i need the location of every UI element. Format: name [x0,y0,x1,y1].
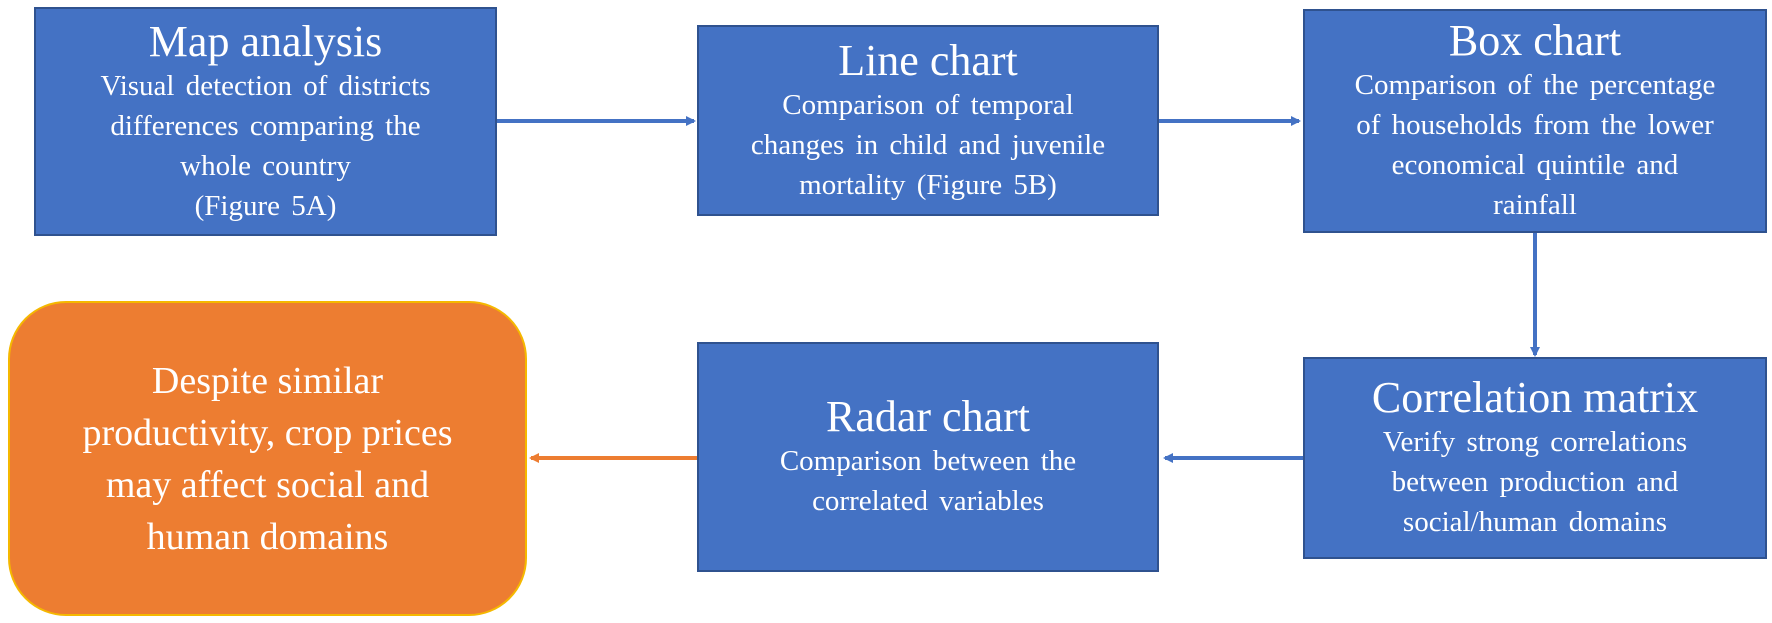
step-description: Visual detection of districts difference… [91,66,441,226]
step-correlation-matrix: Correlation matrix Verify strong correla… [1303,357,1767,559]
description-line: whole country [180,149,351,182]
step-line-chart: Line chart Comparison of temporal change… [697,25,1159,216]
step-title: Box chart [1448,16,1622,65]
step-title: Radar chart [826,392,1030,441]
conclusion-line: productivity, crop prices [82,411,453,454]
description-line: economical quintile and [1391,149,1679,181]
description-line: (Figure 5A) [194,189,337,222]
step-description: Comparison between the correlated variab… [770,441,1086,521]
conclusion-line: may affect social and [105,463,430,506]
step-title: Line chart [838,35,1018,85]
description-line: between production and [1391,466,1679,498]
description-line: of households from the lower [1356,109,1714,141]
step-description: Verify strong correlations between produ… [1373,422,1697,542]
step-description: Comparison of temporal changes in child … [741,85,1115,205]
conclusion-line: Despite similar [151,359,384,402]
conclusion-text: Despite similar productivity, crop price… [82,355,452,563]
step-radar-chart: Radar chart Comparison between the corre… [697,342,1159,572]
description-line: differences comparing the [110,109,421,142]
description-line: changes in child and juvenile [750,128,1106,161]
description-line: mortality (Figure 5B) [799,168,1057,201]
description-line: Verify strong correlations [1382,426,1688,458]
description-line: social/human domains [1402,506,1668,538]
description-line: correlated variables [812,485,1044,517]
description-line: Comparison of temporal [782,88,1074,121]
description-line: Comparison of the percentage [1354,69,1716,101]
step-title: Correlation matrix [1371,373,1699,422]
conclusion-line: human domains [146,515,389,558]
step-map-analysis: Map analysis Visual detection of distric… [34,7,497,236]
description-line: rainfall [1493,189,1577,221]
step-box-chart: Box chart Comparison of the percentage o… [1303,9,1767,233]
conclusion-box: Despite similar productivity, crop price… [8,301,527,616]
description-line: Visual detection of districts [100,69,431,102]
description-line: Comparison between the [779,445,1077,477]
step-title: Map analysis [148,16,383,66]
step-description: Comparison of the percentage of househol… [1345,65,1726,225]
